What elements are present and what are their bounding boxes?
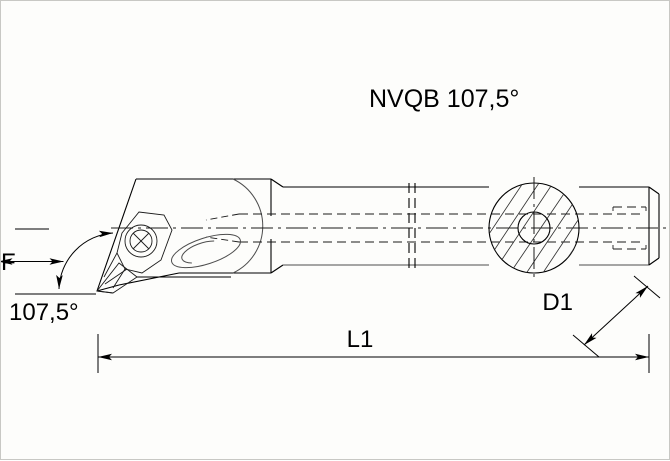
chip-pocket <box>171 233 241 269</box>
dimension-F: F <box>1 228 96 295</box>
section-hatching <box>489 183 579 273</box>
drawing-title: NVQB 107,5° <box>369 85 519 113</box>
coolant-bore-hidden-lines <box>205 206 647 250</box>
dimension-label-D1: D1 <box>542 289 573 316</box>
dimension-label-L1: L1 <box>347 326 374 353</box>
dimension-angle: 107,5° <box>9 230 114 326</box>
tool-body-outline <box>96 178 660 292</box>
shank-section-view <box>488 177 580 279</box>
dimension-D1: D1 <box>542 275 661 358</box>
dimension-label-F: F <box>1 249 16 276</box>
dimension-L1: L1 <box>97 326 650 373</box>
cutting-insert <box>96 211 231 294</box>
dimension-label-angle: 107,5° <box>9 299 79 326</box>
